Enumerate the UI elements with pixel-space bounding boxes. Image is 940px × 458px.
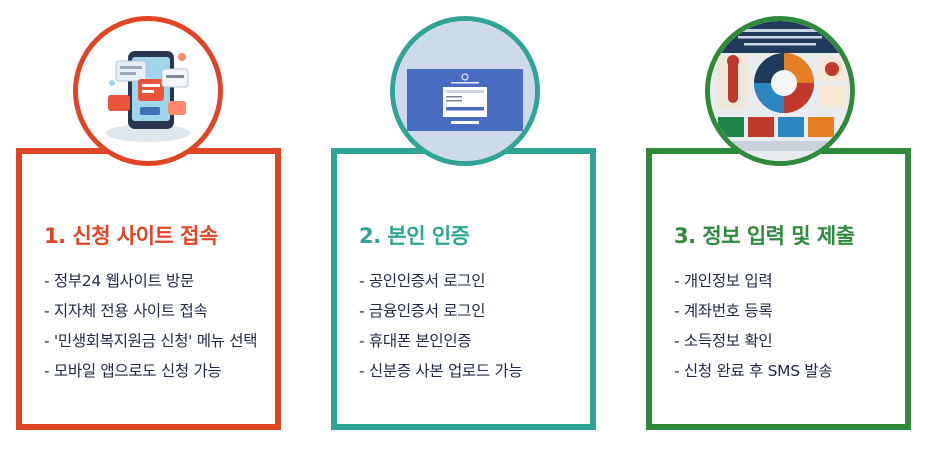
step-list-1: - 정부24 웹사이트 방문 - 지자체 전용 사이트 접속 - '민생회복지원… xyxy=(44,266,265,386)
list-item: - 금융인증서 로그인 xyxy=(359,302,486,320)
step-card-3: 3. 정보 입력 및 제출 - 개인정보 입력 - 계좌번호 등록 - 소득정보… xyxy=(646,148,911,430)
list-item: - 신청 완료 후 SMS 발송 xyxy=(674,362,833,380)
step-list-3: - 개인정보 입력 - 계좌번호 등록 - 소득정보 확인 - 신청 완료 후 … xyxy=(674,266,895,386)
infographic-icon xyxy=(705,16,855,166)
list-item: - 휴대폰 본인인증 xyxy=(359,332,472,350)
step-title-1: 1. 신청 사이트 접속 xyxy=(44,224,218,248)
list-item: - '민생회복지원금 신청' 메뉴 선택 xyxy=(44,332,258,350)
phone-app-icon xyxy=(73,16,223,166)
list-item: - 신분증 사본 업로드 가능 xyxy=(359,362,523,380)
step-list-2: - 공인인증서 로그인 - 금융인증서 로그인 - 휴대폰 본인인증 - 신분증… xyxy=(359,266,580,386)
step-card-1: 1. 신청 사이트 접속 - 정부24 웹사이트 방문 - 지자체 전용 사이트… xyxy=(16,148,281,430)
list-item: - 정부24 웹사이트 방문 xyxy=(44,272,194,290)
step-card-2: 2. 본인 인증 - 공인인증서 로그인 - 금융인증서 로그인 - 휴대폰 본… xyxy=(331,148,596,430)
list-item: - 개인정보 입력 xyxy=(674,272,773,290)
list-item: - 지자체 전용 사이트 접속 xyxy=(44,302,208,320)
list-item: - 공인인증서 로그인 xyxy=(359,272,486,290)
step-title-3: 3. 정보 입력 및 제출 xyxy=(674,224,855,248)
login-screen-icon xyxy=(390,16,540,166)
list-item: - 모바일 앱으로도 신청 가능 xyxy=(44,362,222,380)
list-item: - 소득정보 확인 xyxy=(674,332,773,350)
list-item: - 계좌번호 등록 xyxy=(674,302,773,320)
step-title-2: 2. 본인 인증 xyxy=(359,224,470,248)
